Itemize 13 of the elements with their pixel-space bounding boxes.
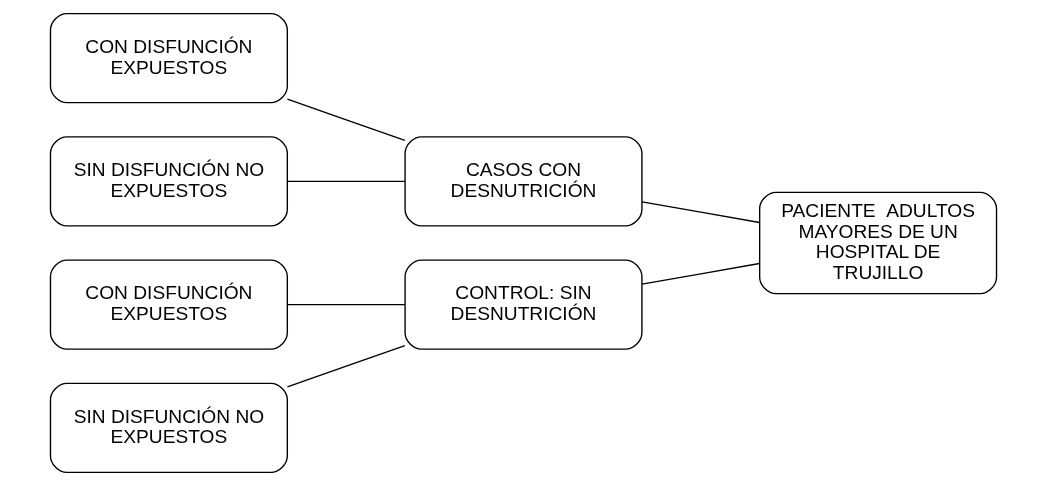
node-box: CASOS CON DESNUTRICIÓN (404, 136, 643, 227)
node-box: SIN DISFUNCIÓN NO EXPUESTOS (49, 382, 288, 473)
node-box: CON DISFUNCIÓN EXPUESTOS (49, 259, 288, 350)
node-box: CONTROL: SIN DESNUTRICIÓN (404, 259, 643, 350)
connector (286, 303, 406, 306)
node-box: SIN DISFUNCIÓN NO EXPUESTOS (49, 136, 288, 227)
connector (641, 201, 761, 224)
connector (286, 98, 406, 141)
connector (286, 180, 406, 183)
connector (641, 262, 761, 285)
connector (286, 345, 406, 388)
node-box: PACIENTE ADULTOS MAYORES DE UN HOSPITAL DE TRUJILLO (759, 191, 998, 295)
node-box: CON DISFUNCIÓN EXPUESTOS (49, 13, 288, 104)
